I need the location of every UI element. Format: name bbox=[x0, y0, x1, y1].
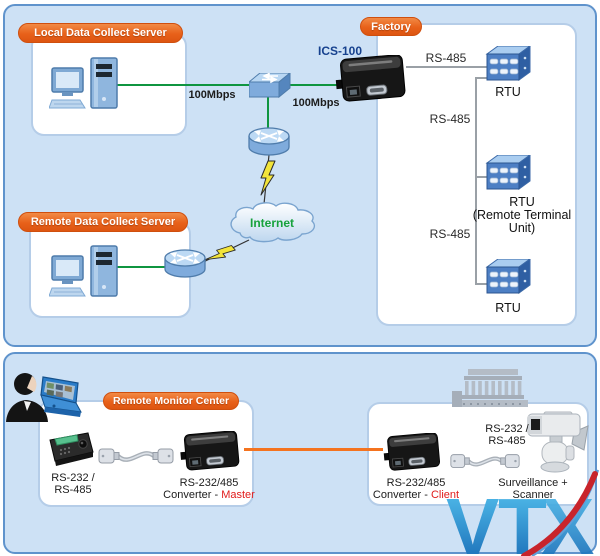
factory-pill-label: Factory bbox=[371, 20, 411, 33]
camera-serial-label: RS-232 / RS-485 bbox=[478, 423, 536, 447]
camera-label-line2: Scanner bbox=[512, 489, 554, 501]
link-speed-right-label: 100Mbps bbox=[292, 97, 340, 109]
vtx-swoosh-red bbox=[521, 471, 598, 556]
factory-pill: Factory bbox=[360, 17, 422, 36]
rtu-top-label: RTU bbox=[495, 85, 521, 99]
master-converter-label: RS-232/485 Converter - Master bbox=[158, 477, 260, 501]
rtu-mid-label-line3: Unit) bbox=[508, 221, 536, 235]
converter-device-icon bbox=[379, 433, 447, 475]
rs485-stub-2 bbox=[475, 176, 487, 178]
rtu-mid-label-line1: RTU bbox=[509, 195, 535, 209]
rs485-label-bottom: RS-485 bbox=[429, 227, 471, 241]
rs485-stub-3 bbox=[475, 283, 487, 285]
workstation-server-icon bbox=[49, 243, 121, 301]
camera-label-line1: Surveillance + bbox=[498, 477, 568, 489]
rtu-device-icon bbox=[485, 155, 531, 191]
client-converter-line1: RS-232/485 bbox=[386, 477, 446, 489]
workstation-server-icon bbox=[49, 55, 121, 113]
keyboard-serial-line1: RS-232 / bbox=[51, 472, 95, 484]
vtx-letter-v: V bbox=[446, 482, 499, 556]
ptz-camera-icon bbox=[522, 410, 590, 475]
rtu-mid-label: RTU (Remote Terminal Unit) bbox=[462, 196, 582, 235]
keyboard-serial-line2: RS-485 bbox=[54, 484, 92, 496]
ethernet-line-local bbox=[113, 84, 251, 86]
keyboard-controller-icon bbox=[47, 428, 95, 468]
ethernet-line-ics bbox=[289, 84, 338, 86]
serial-cable-icon bbox=[98, 444, 174, 470]
rtu-bottom-label: RTU bbox=[495, 301, 521, 315]
camera-serial-line2: RS-485 bbox=[488, 435, 526, 447]
building-icon bbox=[452, 369, 534, 409]
switch-icon bbox=[249, 73, 291, 98]
client-converter-label: RS-232/485 Converter - Client bbox=[370, 477, 462, 501]
serial-cable-icon bbox=[448, 450, 522, 474]
remote-server-pill: Remote Data Collect Server bbox=[18, 212, 188, 232]
rtu-device-icon bbox=[485, 46, 531, 82]
converter-link-line bbox=[244, 448, 383, 451]
master-converter-line2: Converter - Master bbox=[163, 489, 255, 501]
rtu-mid-label-line2: (Remote Terminal bbox=[472, 208, 572, 222]
rtu-device-icon bbox=[485, 259, 531, 295]
master-role: Master bbox=[221, 489, 255, 501]
ics100-device-icon bbox=[334, 55, 410, 107]
rs485-stub-1 bbox=[475, 77, 487, 79]
client-converter-line2: Converter - Client bbox=[372, 489, 460, 501]
vtx-logo: V T X bbox=[446, 468, 600, 556]
link-speed-left-label: 100Mbps bbox=[188, 89, 236, 101]
master-converter-line1: RS-232/485 bbox=[179, 477, 239, 489]
lightning-bolt-icon bbox=[252, 155, 288, 205]
ics-device-label: ICS-100 bbox=[317, 44, 363, 58]
ethernet-line-router bbox=[267, 97, 269, 129]
ethernet-line-remote bbox=[117, 266, 167, 268]
camera-serial-line1: RS-232 / bbox=[485, 423, 529, 435]
remote-server-pill-label: Remote Data Collect Server bbox=[30, 216, 176, 228]
converter-device-icon bbox=[176, 431, 246, 475]
operator-icon bbox=[5, 371, 51, 423]
laptop-icon bbox=[40, 376, 82, 421]
monitor-center-pill-label: Remote Monitor Center bbox=[112, 395, 230, 407]
client-role: Client bbox=[430, 489, 460, 501]
camera-label: Surveillance + Scanner bbox=[494, 477, 572, 501]
internet-cloud-icon: Internet bbox=[226, 201, 318, 245]
router-icon bbox=[247, 127, 291, 157]
rs485-line-top bbox=[406, 66, 487, 68]
internet-label: Internet bbox=[250, 216, 294, 230]
keyboard-serial-label: RS-232 / RS-485 bbox=[42, 472, 104, 496]
rs485-label-top: RS-485 bbox=[425, 51, 467, 65]
local-server-pill: Local Data Collect Server bbox=[18, 23, 183, 43]
router-icon bbox=[163, 249, 207, 279]
local-server-pill-label: Local Data Collect Server bbox=[34, 27, 167, 39]
rs485-bus-line bbox=[475, 77, 477, 285]
rs485-label-mid: RS-485 bbox=[429, 112, 471, 126]
monitor-center-pill: Remote Monitor Center bbox=[103, 392, 239, 410]
